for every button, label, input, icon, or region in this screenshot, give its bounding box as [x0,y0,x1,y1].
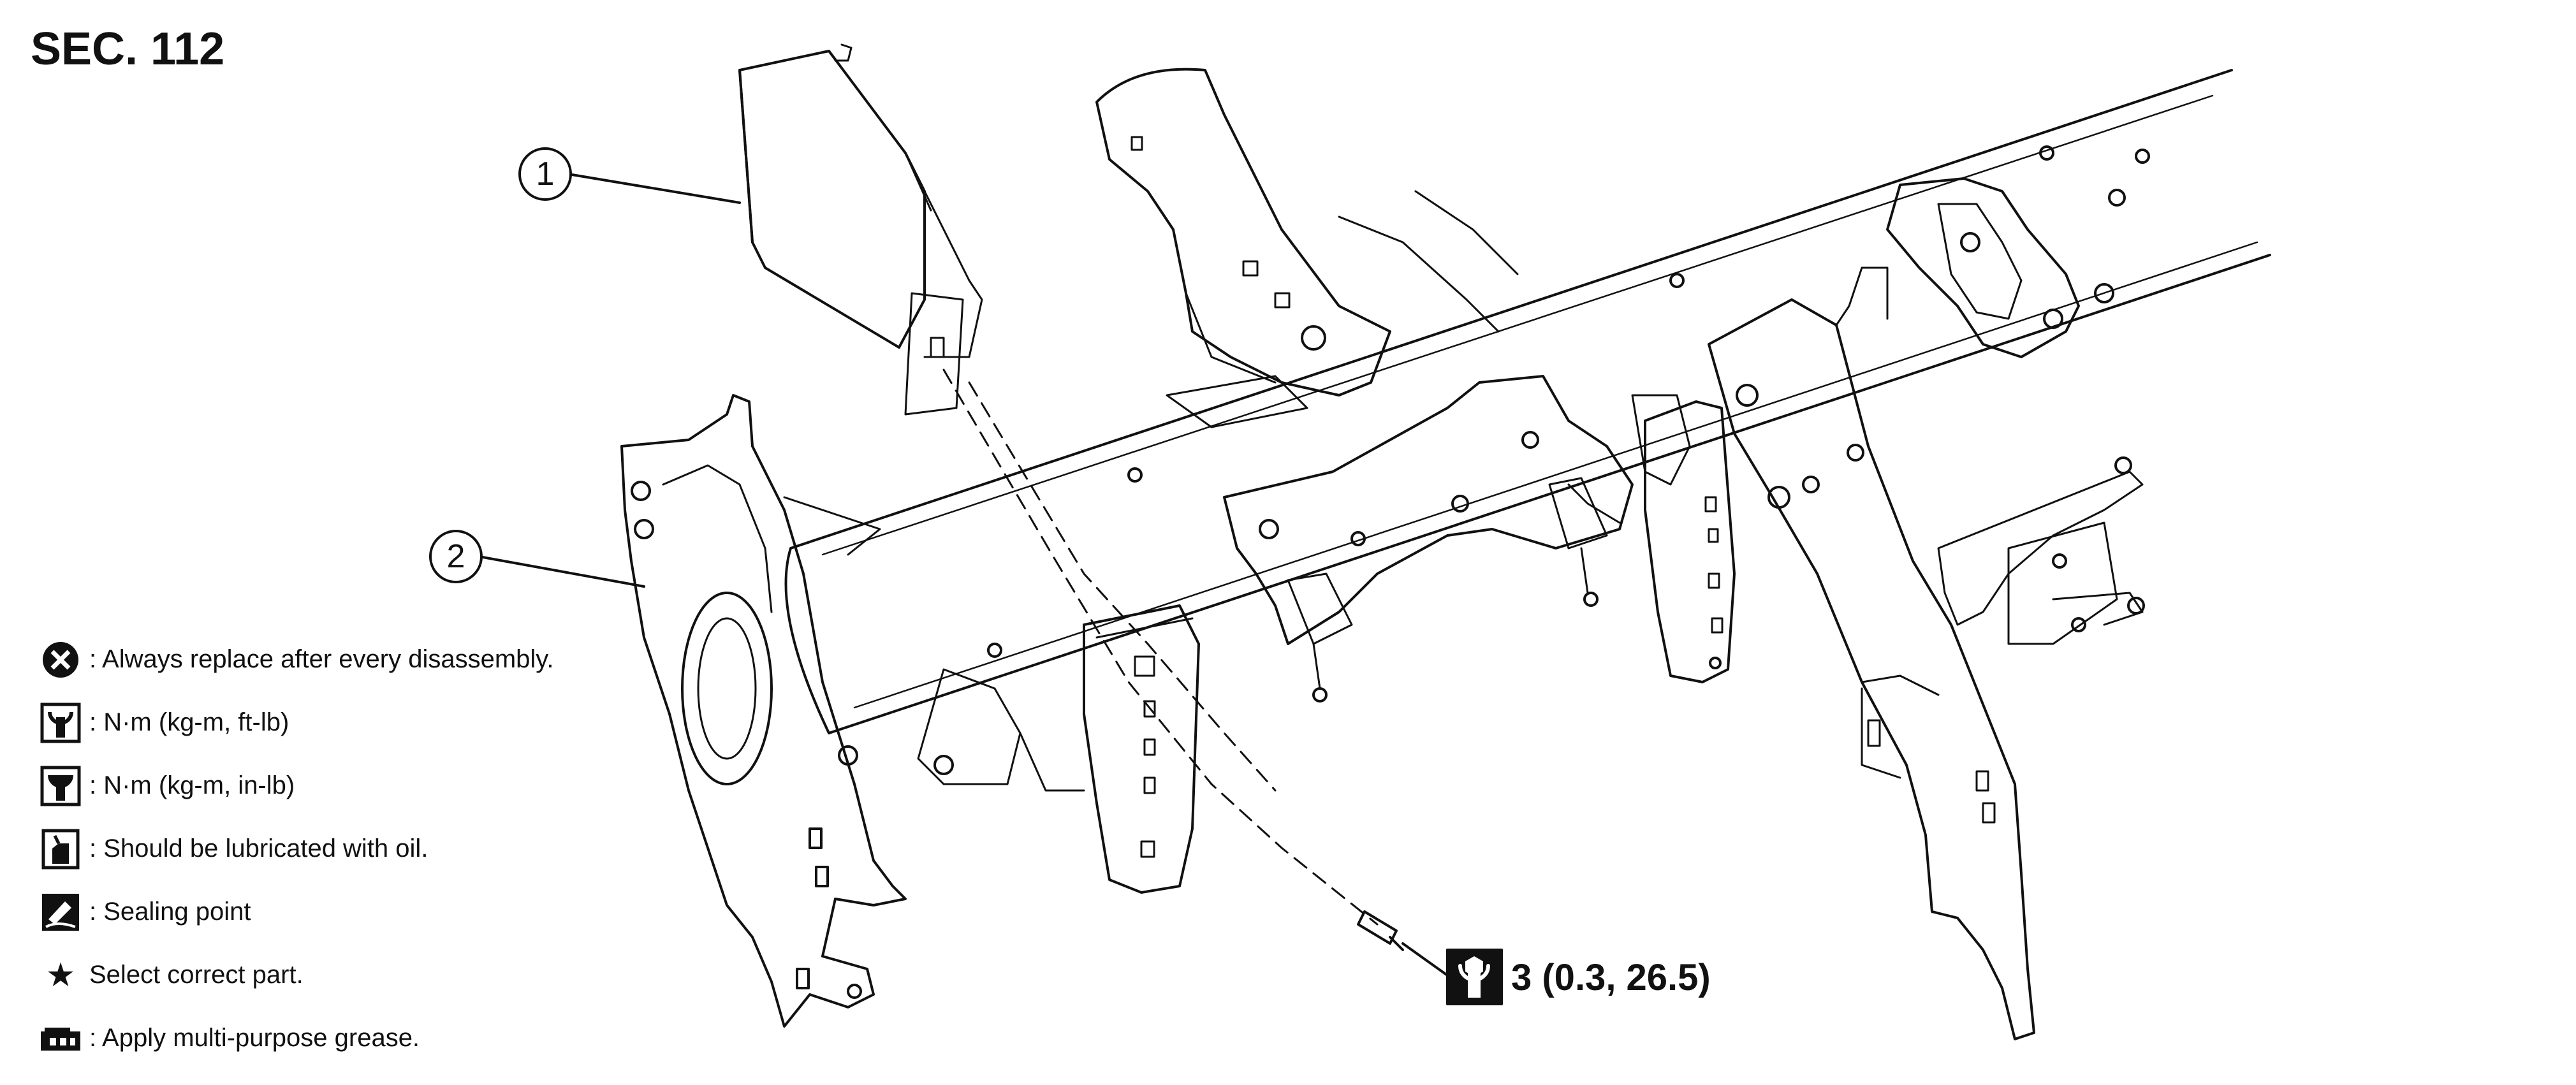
legend-text: : Always replace after every disassembly… [89,645,554,673]
legend-text: : Should be lubricated with oil. [89,834,428,863]
installation-dashed-line [942,368,1379,926]
right-lower-bracket [1937,456,2145,645]
torque-wrench-icon [1446,949,1503,1005]
oil-can-icon [41,829,80,869]
callout-1-leader [571,173,741,204]
upper-center-bracket [1095,68,1519,428]
legend-text: : N·m (kg-m, in-lb) [89,771,295,799]
control-unit-box [738,43,983,416]
legend-item: : Should be lubricated with oil. [38,817,650,880]
torque-in-lb-icon [40,766,81,806]
legend-text: : Apply multi-purpose grease. [89,1024,420,1052]
grease-icon [41,1027,80,1051]
callout-2-circle [429,530,483,583]
sealing-icon [42,893,79,931]
section-title: SEC. 112 [31,24,225,75]
center-column-bracket [1223,375,1634,703]
torque-leader [1401,942,1449,977]
legend-item: : N·m (kg-m, in-lb) [38,754,650,817]
callout-1-number: 1 [536,156,555,193]
callout-2-leader [481,556,645,588]
legend-item: : Apply multi-purpose grease. [38,1007,650,1070]
legend-item: ★ Select correct part. [38,943,650,1007]
legend-text: : Sealing point [89,898,251,926]
lower-center-support [917,604,1200,894]
legend-text: : N·m (kg-m, ft-lb) [89,708,289,736]
right-main-bracket [1708,266,2035,1040]
callout-2-number: 2 [446,538,465,575]
torque-ft-lb-icon [40,703,81,743]
right-end-bracket [1886,177,2126,358]
right-inner-bracket [1631,394,1736,683]
symbol-legend: : Always replace after every disassembly… [38,628,650,1070]
torque-spec-label: 3 (0.3, 26.5) [1511,957,1711,998]
main-beam [784,69,2271,734]
callout-1-circle [518,147,572,201]
mounting-screw [1357,910,1404,951]
star-icon: ★ [45,956,76,994]
legend-item: : Always replace after every disassembly… [38,628,650,691]
legend-item: : Sealing point [38,880,650,943]
left-side-bracket [620,394,907,1028]
legend-item: : N·m (kg-m, ft-lb) [38,691,650,754]
installation-dashed-line-2 [968,381,1277,792]
replace-x-icon [43,641,78,678]
legend-text: Select correct part. [89,961,304,989]
